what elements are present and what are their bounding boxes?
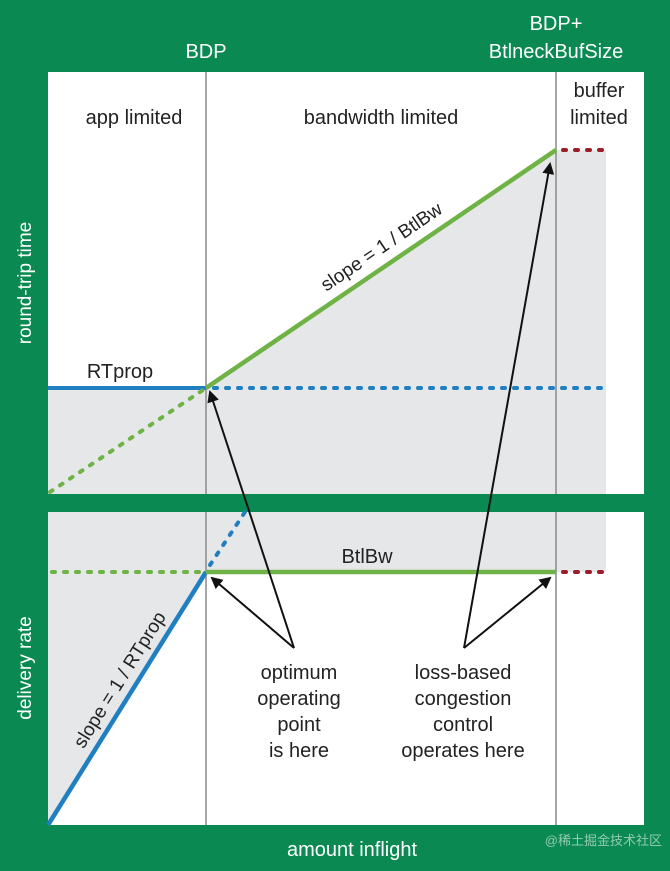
optimum-text-1: optimum bbox=[261, 662, 338, 684]
bdp-plus-label-line1: BDP+ bbox=[530, 13, 583, 35]
bdp-label: BDP bbox=[185, 41, 226, 63]
rtprop-label: RTprop bbox=[87, 361, 153, 383]
delivery-axis-label: delivery rate bbox=[15, 616, 36, 720]
loss-arrow-top bbox=[463, 162, 555, 649]
buffer-limited-label-line2: limited bbox=[570, 107, 628, 129]
optimum-text-2: operating bbox=[257, 688, 340, 710]
buffer-limited-label-line1: buffer bbox=[574, 80, 625, 102]
btlbw-label: BtlBw bbox=[341, 546, 393, 568]
loss-text-2: congestion bbox=[415, 688, 512, 710]
rtt-green-dotted bbox=[48, 386, 208, 494]
rtt-slope-line bbox=[204, 148, 558, 390]
delivery-shade-region bbox=[48, 512, 606, 825]
loss-text-3: control bbox=[433, 714, 493, 736]
optimum-text-3: point bbox=[277, 714, 321, 736]
loss-text-1: loss-based bbox=[415, 662, 512, 684]
app-limited-label: app limited bbox=[86, 107, 183, 129]
delivery-blue-dotted bbox=[208, 510, 247, 567]
delivery-slope-line bbox=[46, 570, 208, 827]
rtt-axis-label: round-trip time bbox=[15, 222, 36, 345]
x-axis-label: amount inflight bbox=[287, 839, 418, 861]
bdp-plus-label-line2: BtlneckBufSize bbox=[489, 41, 624, 63]
optimum-arrow-top bbox=[207, 390, 295, 649]
watermark: @稀土掘金技术社区 bbox=[545, 833, 662, 848]
loss-text-4: operates here bbox=[401, 740, 524, 762]
optimum-arrow-bottom bbox=[210, 576, 295, 649]
optimum-text-4: is here bbox=[269, 740, 329, 762]
bandwidth-limited-label: bandwidth limited bbox=[304, 107, 459, 129]
rtt-shade-region bbox=[48, 150, 606, 494]
loss-arrow-bottom bbox=[463, 576, 552, 649]
